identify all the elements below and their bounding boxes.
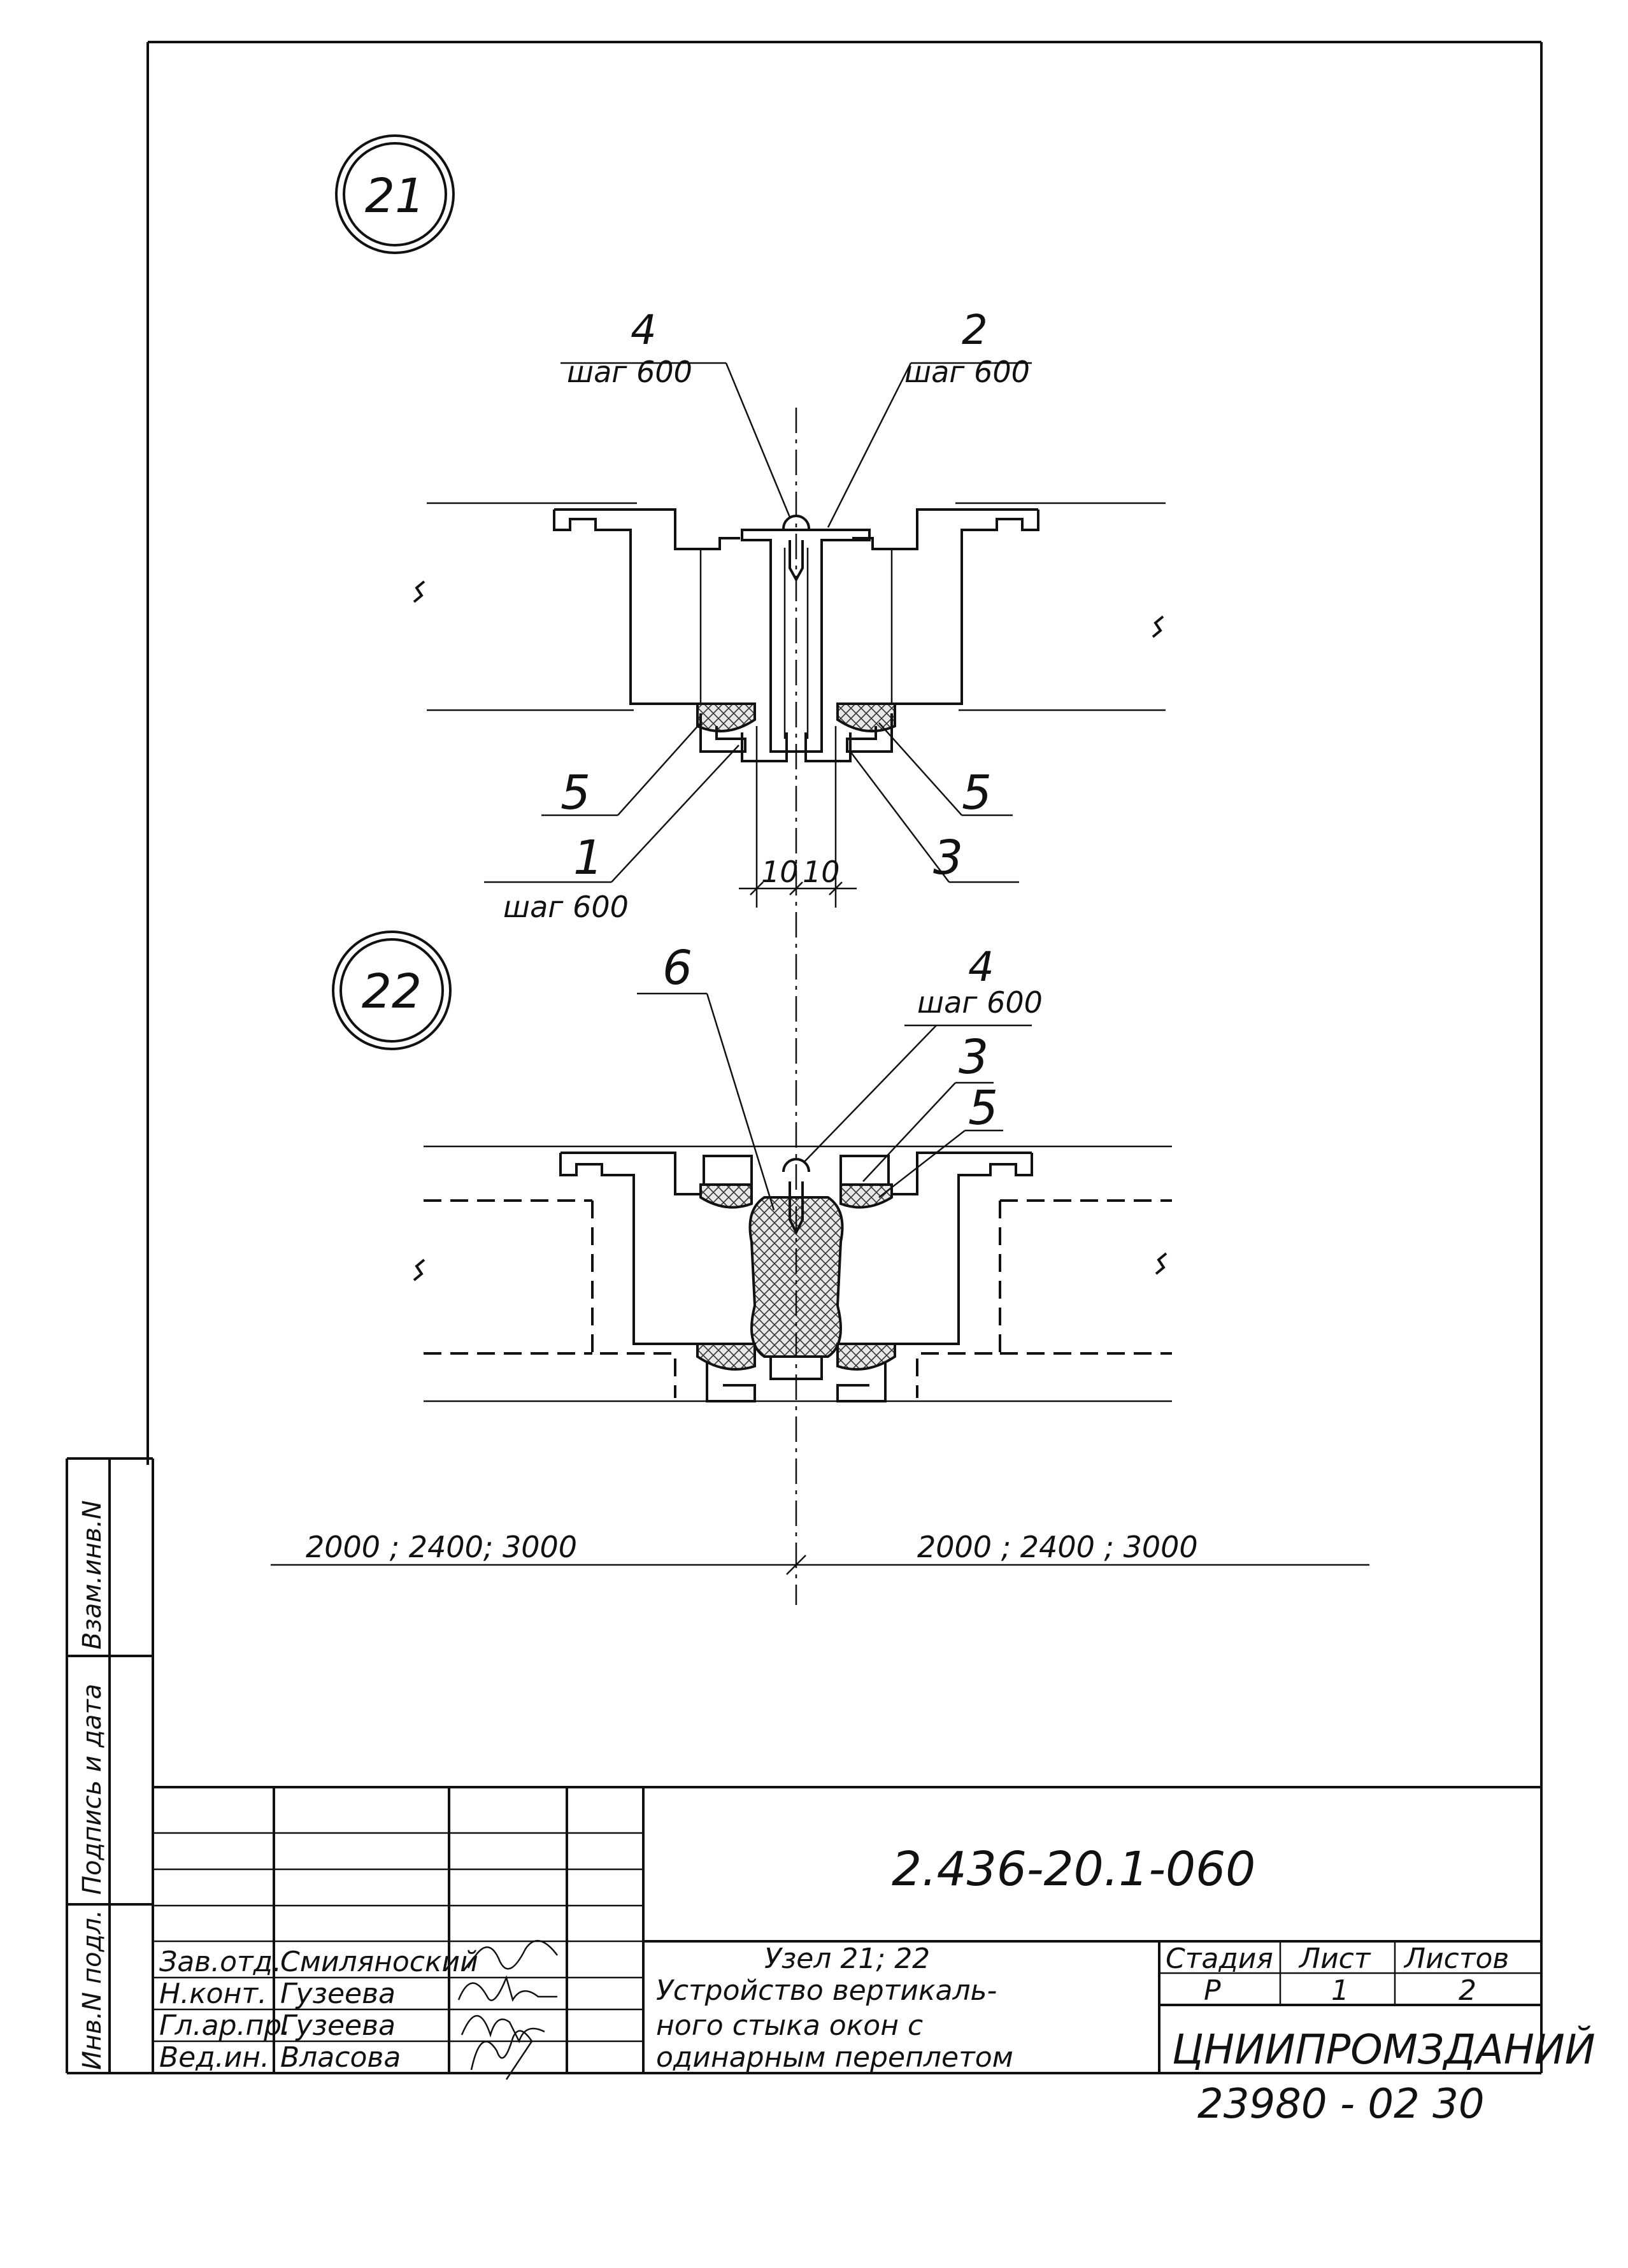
organization-name: ЦНИИПРОМЗДАНИЙ: [1172, 2025, 1596, 2074]
role-head-of-dept: Зав.отд.: [159, 1946, 282, 1978]
name-norm-control: Гузеева: [280, 1978, 396, 2010]
signatures: [457, 1939, 558, 2080]
node-22-label-5: 5: [968, 1081, 998, 1136]
name-lead-engineer: Власова: [280, 2041, 401, 2074]
opening-dimensions: 2000 ; 2400; 3000 2000 ; 2400 ; 3000: [271, 1530, 1369, 1575]
dimension-right: 2000 ; 2400 ; 3000: [917, 1530, 1198, 1564]
node-22-label-4: 4: [968, 944, 994, 991]
title-block: 2.436-20.1-060 Зав.отд. Н.конт. Гл.ар.пр…: [153, 1787, 1596, 2080]
node-21-step-4: шаг 600: [567, 355, 692, 389]
stage-value: Р: [1204, 1974, 1221, 2007]
sheets-value: 2: [1459, 1974, 1476, 2007]
node-21-step-2: шаг 600: [904, 355, 1030, 389]
node-22-label-3: 3: [959, 1030, 989, 1085]
node-21-label-2: 2: [962, 307, 988, 354]
node-22-detail: 22: [332, 931, 1172, 1402]
node-21-dim-right: 10: [803, 855, 840, 889]
sheets-header: Листов: [1403, 1943, 1509, 1975]
title-line-1: Узел 21; 22: [764, 1943, 930, 1975]
title-line-3: ного стыка окон с: [656, 2009, 923, 2042]
side-stamp-signature-date: Подпись и дата: [78, 1684, 107, 1895]
stage-header: Стадия: [1166, 1943, 1273, 1975]
node-21-detail: 21: [335, 134, 1166, 924]
archive-number: 23980 - 02 30: [1197, 2081, 1485, 2128]
title-line-2: Устройство вертикаль-: [656, 1974, 997, 2007]
node-21-label-5-right: 5: [962, 766, 992, 820]
side-stamp-replaced-inv: Взам.инв.N: [78, 1501, 107, 1650]
node-21-label-3: 3: [933, 831, 963, 885]
node-21-number: 21: [365, 169, 425, 224]
dimension-left: 2000 ; 2400; 3000: [306, 1530, 577, 1564]
side-stamp: Инв.N подл. Подпись и дата Взам.инв.N: [66, 1457, 153, 2073]
sheet-value: 1: [1331, 1974, 1349, 2007]
node-21-label-4: 4: [631, 307, 657, 354]
node-22-label-6: 6: [662, 941, 692, 995]
node-21-step-1: шаг 600: [503, 890, 629, 924]
node-21-label-5-left: 5: [561, 766, 590, 820]
sheet-header: Лист: [1298, 1943, 1371, 1975]
role-chief-architect: Гл.ар.пр.: [159, 2009, 290, 2042]
title-line-4: одинарным переплетом: [656, 2041, 1013, 2074]
role-lead-engineer: Вед.ин.: [159, 2041, 269, 2074]
name-chief-architect: Гузеева: [280, 2009, 396, 2042]
document-code: 2.436-20.1-060: [892, 1842, 1255, 1897]
node-21-label-1: 1: [573, 831, 603, 885]
name-head-of-dept: Смиляноский: [280, 1946, 478, 1978]
node-21-dim-left: 10: [761, 855, 799, 889]
role-norm-control: Н.конт.: [159, 1978, 267, 2010]
node-22-step-4: шаг 600: [917, 985, 1043, 1020]
node-22-number: 22: [362, 964, 422, 1019]
sheet-frame: [67, 41, 1543, 2074]
side-stamp-inv-orig: Инв.N подл.: [78, 1909, 107, 2070]
